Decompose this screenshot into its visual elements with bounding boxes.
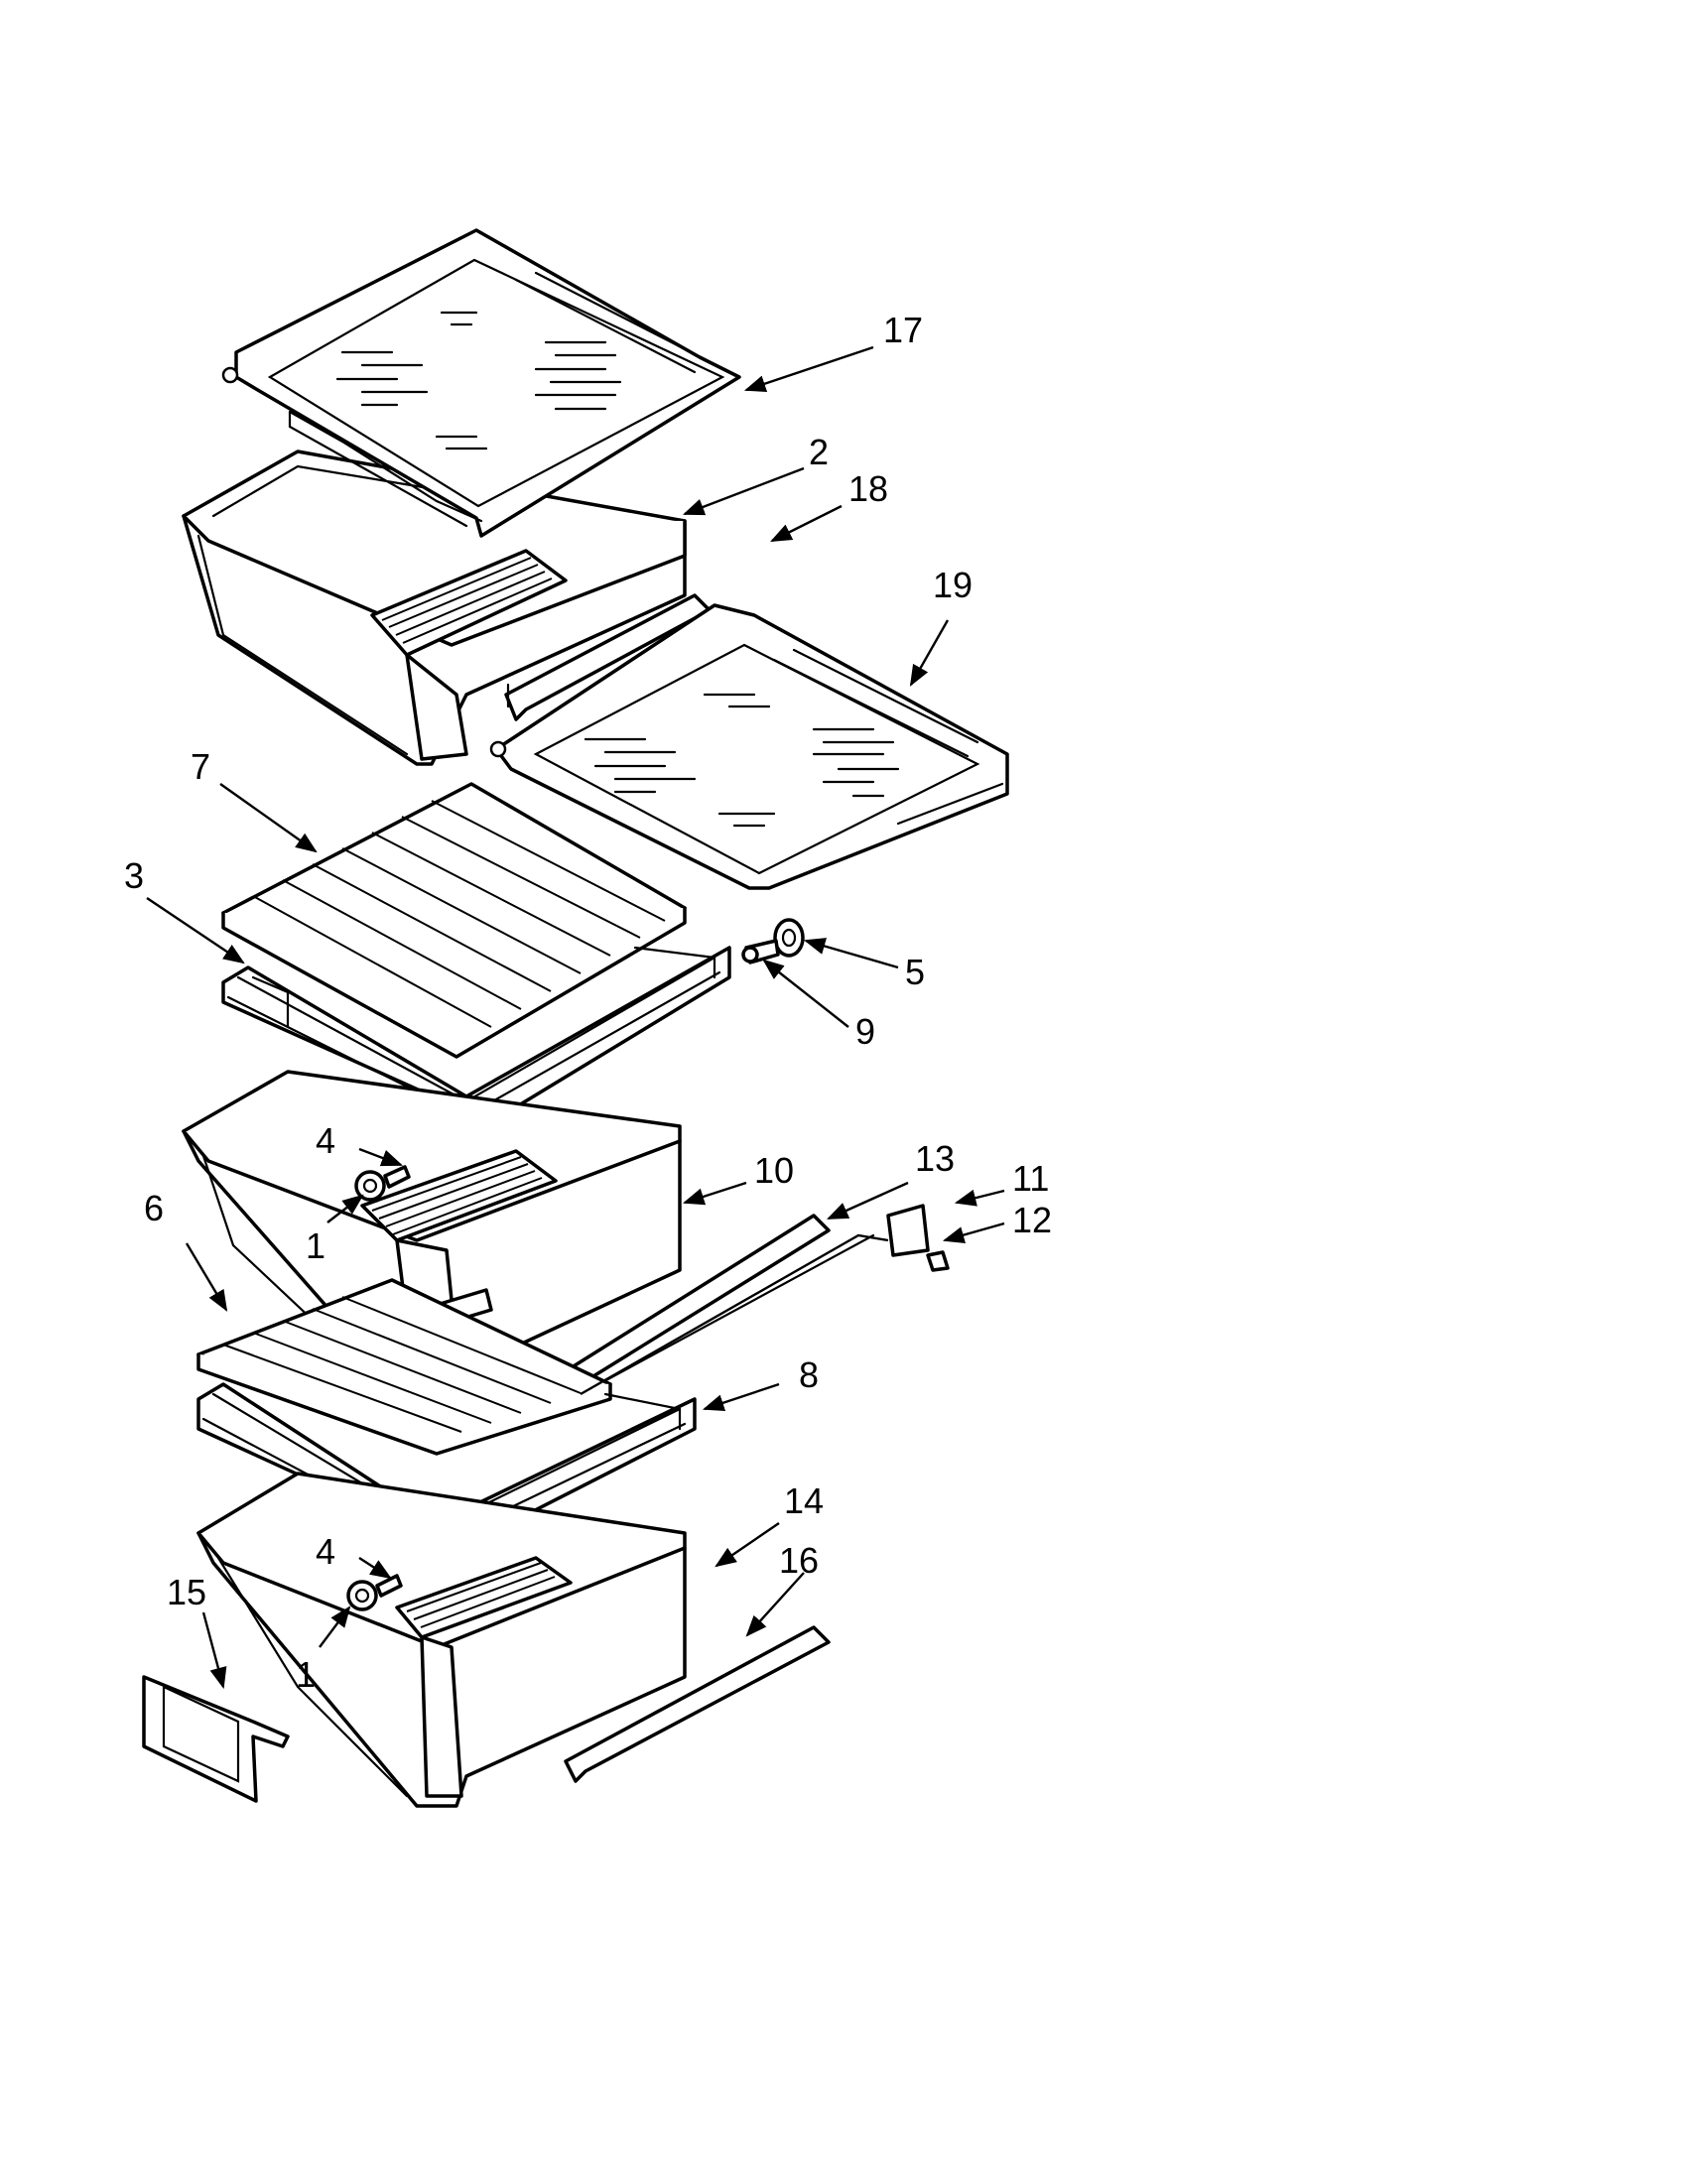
upper-glass-shelf bbox=[221, 228, 741, 538]
roller-assembly bbox=[741, 918, 805, 964]
leader-lines bbox=[146, 345, 1005, 1690]
callout-4-lower: 4 bbox=[316, 1531, 335, 1572]
callout-19: 19 bbox=[933, 565, 973, 605]
callout-8: 8 bbox=[799, 1354, 819, 1395]
callout-15: 15 bbox=[167, 1572, 206, 1612]
upper-glass-panel bbox=[221, 782, 687, 1059]
middle-glass-shelf bbox=[489, 603, 1009, 890]
callout-13: 13 bbox=[915, 1138, 955, 1179]
callout-3: 3 bbox=[124, 855, 144, 896]
callout-6: 6 bbox=[144, 1188, 164, 1228]
callout-12: 12 bbox=[1012, 1200, 1052, 1240]
callout-18: 18 bbox=[848, 468, 888, 509]
callout-1-upper: 1 bbox=[306, 1225, 325, 1266]
callout-9: 9 bbox=[855, 1011, 875, 1052]
label-card bbox=[142, 1675, 290, 1803]
callout-11: 11 bbox=[1012, 1158, 1049, 1199]
upper-crisper-drawer bbox=[182, 450, 687, 766]
callout-7: 7 bbox=[191, 746, 210, 787]
lower-drawer-trim bbox=[564, 1625, 831, 1783]
callout-1-lower: 1 bbox=[296, 1654, 316, 1695]
callout-labels: 17 2 18 19 7 3 5 9 4 10 13 11 12 1 6 8 4… bbox=[124, 310, 1052, 1695]
callout-2: 2 bbox=[809, 432, 829, 472]
callout-14: 14 bbox=[784, 1480, 824, 1521]
middle-crisper-drawer bbox=[182, 1070, 682, 1411]
lower-crisper-drawer bbox=[196, 1472, 687, 1808]
callout-16: 16 bbox=[779, 1540, 819, 1581]
callout-4-upper: 4 bbox=[316, 1120, 335, 1161]
upper-drawer-trim bbox=[504, 593, 712, 721]
callout-10: 10 bbox=[754, 1150, 794, 1191]
callout-5: 5 bbox=[905, 952, 925, 992]
callout-17: 17 bbox=[883, 310, 923, 350]
